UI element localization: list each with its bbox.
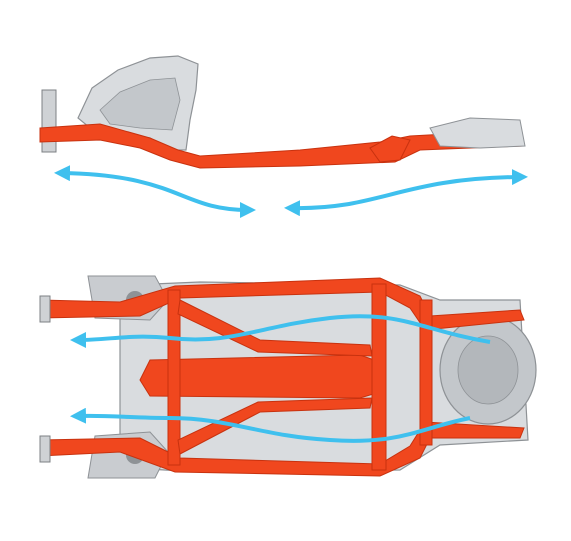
- front-bracket-bottom: [39, 435, 51, 463]
- left-arrow: [54, 165, 256, 218]
- rear-crossmember: [419, 299, 433, 446]
- upper-inner-rail: [177, 299, 373, 357]
- rear-floor-side: [429, 117, 526, 149]
- lower-side-rail: [39, 421, 525, 477]
- upper-side-rail: [39, 277, 525, 331]
- front-crossmember: [167, 289, 181, 466]
- lower-inner-rail: [177, 397, 373, 455]
- right-arrow: [284, 169, 528, 217]
- front-bracket-top: [39, 295, 51, 323]
- spare-well-inner: [457, 335, 519, 405]
- front-bracket: [41, 89, 57, 153]
- top-view: [39, 275, 537, 479]
- upper-left-arrow: [70, 314, 491, 348]
- lower-left-arrow: [70, 407, 471, 443]
- tower-detail: [99, 77, 181, 131]
- side-view: [39, 55, 528, 218]
- middle-crossmember: [371, 283, 387, 471]
- rear-kick: [369, 135, 411, 163]
